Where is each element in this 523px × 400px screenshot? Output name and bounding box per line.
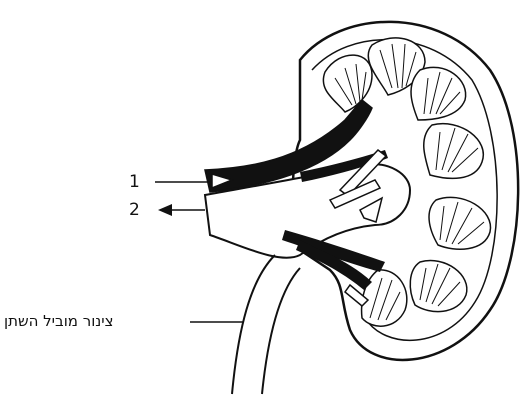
arrow-head-2 — [158, 204, 172, 216]
label-1: 1 — [129, 172, 140, 192]
label-2: 2 — [129, 200, 140, 220]
ureter-inner-wall — [262, 268, 300, 394]
ureter — [232, 255, 275, 394]
label-ureter: צינור מוביל השתן — [4, 312, 184, 330]
